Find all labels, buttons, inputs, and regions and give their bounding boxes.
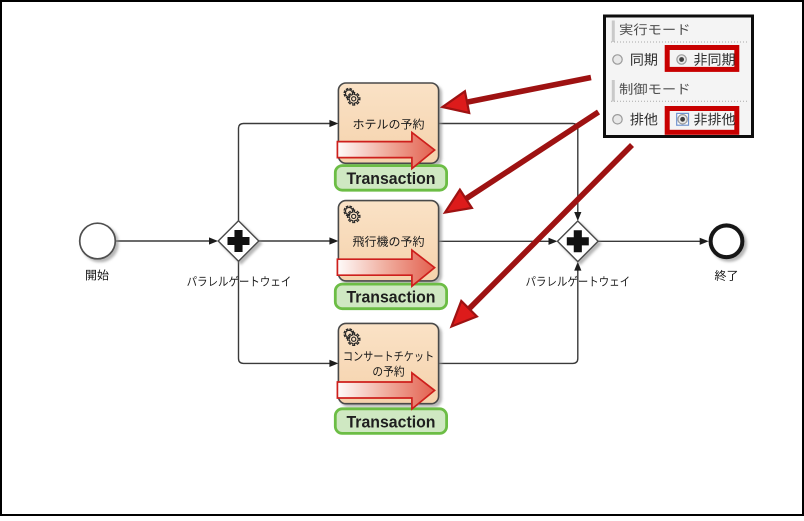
svg-text:Transaction: Transaction <box>347 169 436 188</box>
svg-text:Transaction: Transaction <box>347 412 436 431</box>
svg-text:Transaction: Transaction <box>347 288 436 307</box>
